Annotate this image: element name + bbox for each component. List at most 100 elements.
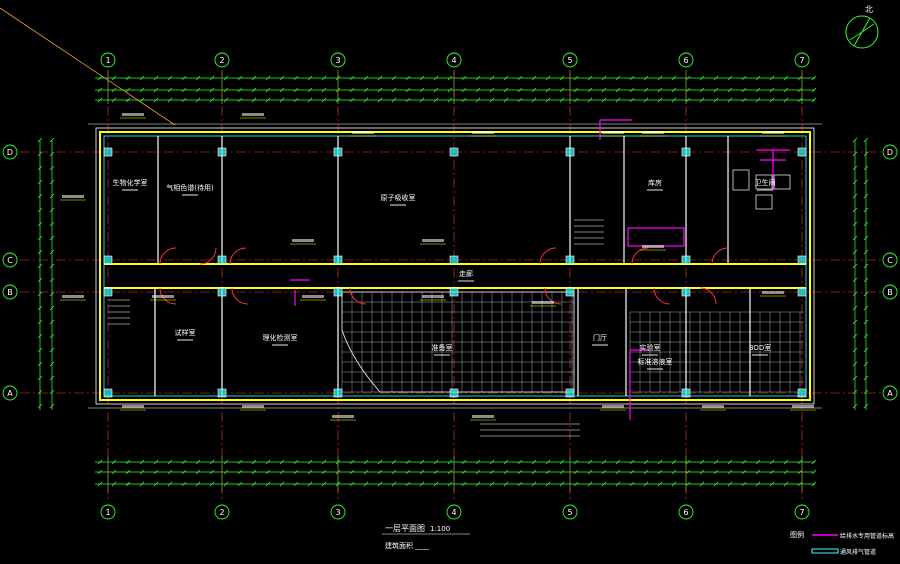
dim-tick [419,87,425,93]
exterior-walls [88,123,822,409]
dim-tick [307,97,313,103]
callout-text-mark [242,405,264,408]
dim-tick [601,87,607,93]
dim-tick [167,459,173,465]
grid-row-label: C [887,256,893,265]
dim-tick [49,137,55,143]
dim-tick [475,97,481,103]
callout-text-mark [62,295,84,298]
dim-tick [545,481,551,487]
grid-col-label: 1 [105,56,110,65]
column [681,147,691,157]
dim-tick [863,361,869,367]
room-area-mark [177,339,193,341]
dim-tick [852,375,858,381]
dim-tick [237,87,243,93]
grid-bubble-col [214,52,230,68]
dimension-ticks [37,70,869,492]
room-area-mark [757,189,773,191]
dim-tick [797,469,803,475]
dim-tick [699,97,705,103]
grid-bubble-row [882,385,898,401]
dim-tick [405,469,411,475]
dim-tick [741,87,747,93]
dim-tick [307,459,313,465]
grid-bubble-col [446,52,462,68]
dim-tick [699,481,705,487]
dim-tick [279,481,285,487]
dim-tick [852,347,858,353]
grid-col-label: 1 [105,508,110,517]
dim-tick [727,87,733,93]
grid-bubble-col [214,504,230,520]
room-label: 卫生间 [755,178,776,187]
dim-tick [419,469,425,475]
dim-tick [349,469,355,475]
dim-tick [601,97,607,103]
dim-tick [727,75,733,81]
callout-text-mark [642,245,664,248]
dim-tick [685,459,691,465]
toilet-fixtures [732,169,791,210]
callout-text-mark [242,113,264,116]
room-label: 实验室 [640,343,661,352]
grid-row-label: A [887,389,893,398]
dim-tick [37,137,43,143]
dim-tick [209,481,215,487]
dim-tick [852,291,858,297]
column [565,388,575,398]
grid-row-label: B [887,288,893,297]
callout-text-mark [332,415,354,418]
dim-tick [657,459,663,465]
dim-tick [769,97,775,103]
dim-tick [713,469,719,475]
dim-tick [559,481,565,487]
dim-tick [657,75,663,81]
dim-tick [811,87,817,93]
dim-tick [49,235,55,241]
callout-text-mark [702,405,724,408]
grid-bubble-row [2,385,18,401]
dim-tick [741,469,747,475]
dim-tick [863,151,869,157]
dim-tick [852,305,858,311]
column [333,147,343,157]
grid-bubble-row [882,144,898,160]
dim-tick [405,97,411,103]
dim-tick [251,469,257,475]
dim-tick [852,151,858,157]
dim-tick [863,249,869,255]
grid-bubble-col [678,52,694,68]
dim-tick [783,75,789,81]
dim-tick [139,481,145,487]
grid-bubble-row [882,284,898,300]
dim-tick [391,469,397,475]
dim-tick [49,389,55,395]
dim-tick [741,459,747,465]
grid-col-label: 7 [799,56,804,65]
room-label: 准备室 [432,343,453,352]
legend-item-1: 通风排气管道 [840,548,876,556]
dim-tick [307,87,313,93]
dim-tick [573,75,579,81]
dim-tick [293,459,299,465]
dim-tick [489,459,495,465]
dim-tick [181,481,187,487]
dim-tick [321,459,327,465]
grid-bubble-col [562,504,578,520]
room-area-mark [592,344,608,346]
dim-tick [49,333,55,339]
dim-tick [391,481,397,487]
dim-tick [139,469,145,475]
north-label: 北 [865,5,873,14]
dim-tick [209,459,215,465]
dim-tick [727,97,733,103]
dim-tick [321,469,327,475]
dim-tick [601,469,607,475]
dim-tick [587,481,593,487]
dim-tick [49,151,55,157]
dim-tick [97,469,103,475]
dim-tick [195,481,201,487]
